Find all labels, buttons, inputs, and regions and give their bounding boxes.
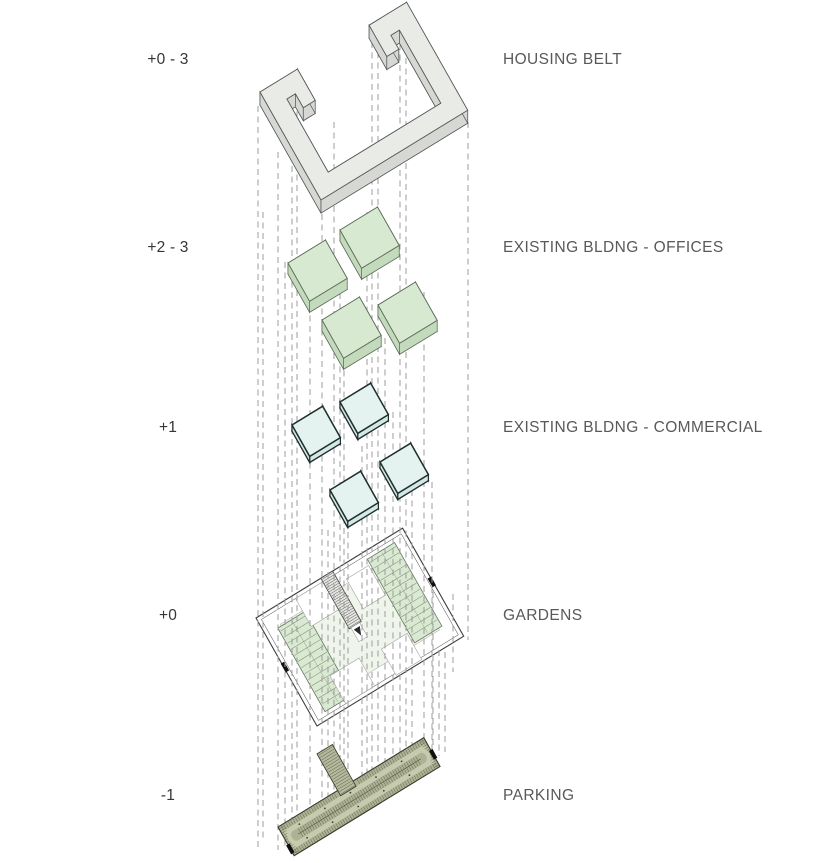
office-boxes-layer <box>287 205 438 371</box>
level-label: +0 <box>158 607 178 624</box>
layer-name: HOUSING BELT <box>503 51 623 68</box>
parking-plan-layer <box>277 737 441 857</box>
layer-name: GARDENS <box>503 607 583 624</box>
level-label: +2 - 3 <box>147 239 189 256</box>
row-gardens: +0 GARDENS <box>0 607 818 627</box>
level-label: -1 <box>160 787 176 804</box>
layer-name: EXISTING BLDNG - OFFICES <box>503 239 724 256</box>
row-parking: -1 PARKING <box>0 787 818 807</box>
layer-name: PARKING <box>503 787 575 804</box>
row-commercial: +1 EXISTING BLDNG - COMMERCIAL <box>0 419 818 439</box>
row-offices: +2 - 3 EXISTING BLDNG - OFFICES <box>0 239 818 259</box>
level-label: +1 <box>158 419 178 436</box>
commercial-boxes-layer <box>290 380 430 530</box>
row-housing-belt: +0 - 3 HOUSING BELT <box>0 51 818 71</box>
level-label: +0 - 3 <box>147 51 189 68</box>
housing-belt-volume <box>259 0 469 215</box>
layer-name: EXISTING BLDNG - COMMERCIAL <box>503 419 763 436</box>
